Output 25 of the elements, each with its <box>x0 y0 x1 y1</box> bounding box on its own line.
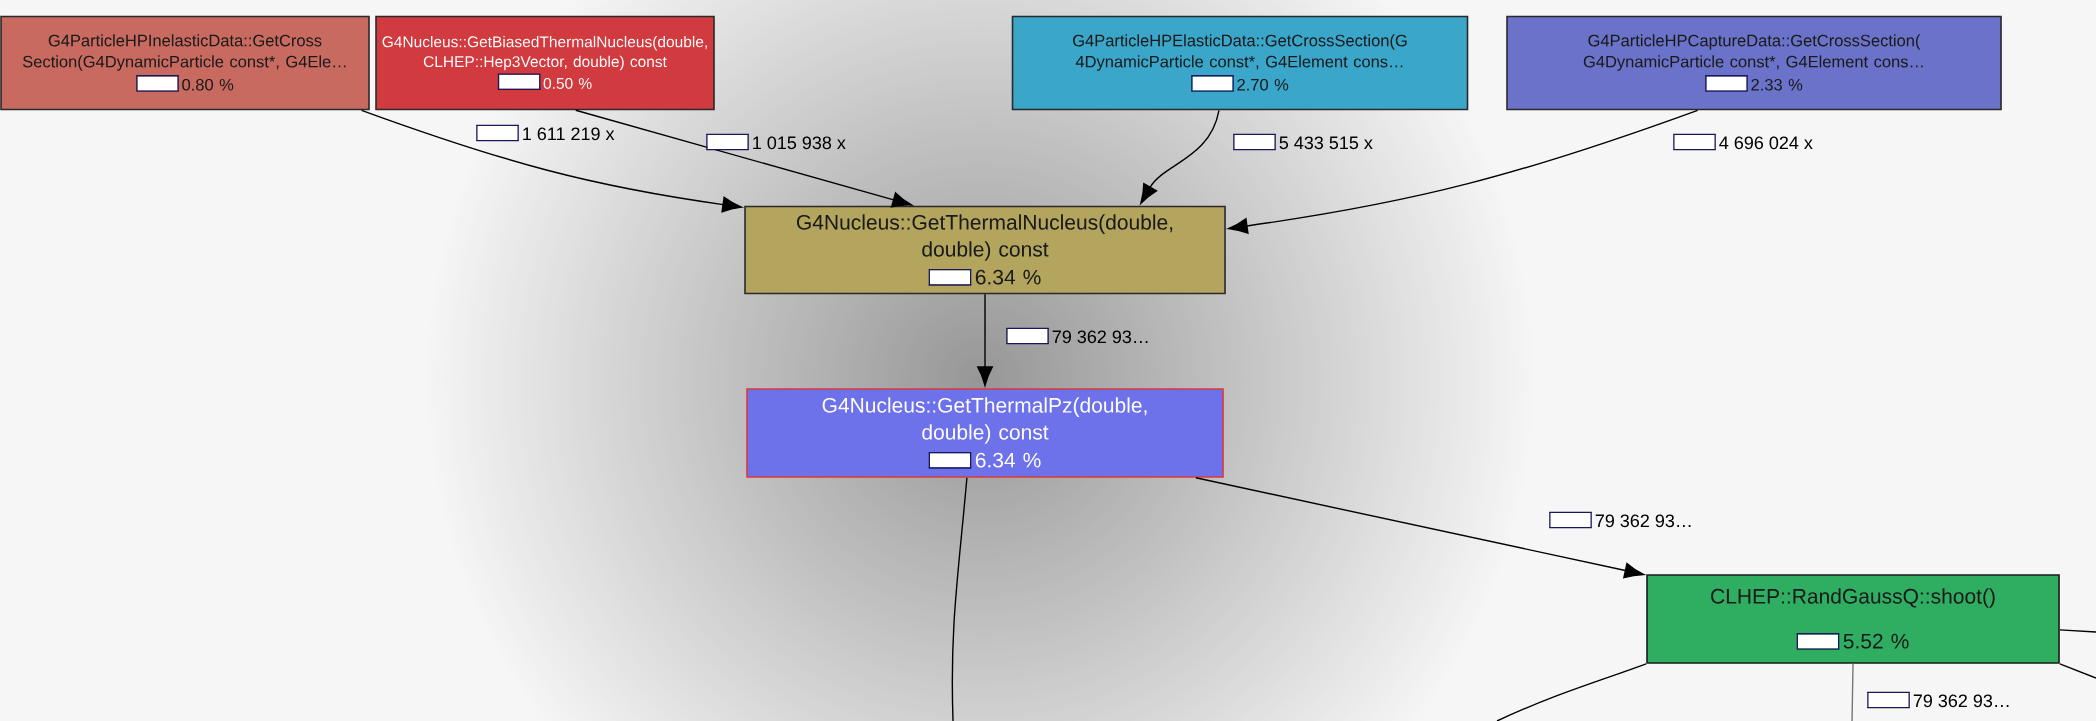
call-line <box>1496 663 1647 721</box>
function-box: CLHEP::RandGaussQ::shoot() 5.52 % <box>1646 574 2060 664</box>
arrow <box>1227 109 1699 234</box>
function-box: G4ParticleHPInelasticData::GetCross Section(G4DynamicParticle const*, G4Ele… 0.80 % <box>0 15 370 111</box>
edge-label: 4 696 024 x <box>1672 133 1813 151</box>
function-box: G4ParticleHPElasticData::GetCrossSection(G 4DynamicParticle const*, G4Element cons… 2.70 % <box>1011 15 1469 111</box>
arrow <box>360 109 743 213</box>
arrow <box>977 293 993 387</box>
edge-label: 1 611 219 x <box>475 124 615 142</box>
arrow <box>1140 109 1220 204</box>
call-line <box>2059 663 2096 679</box>
function-box: G4Nucleus::GetBiasedThermalNucleus(double, CLHEP::Hep3Vector, double) const 0.50 % <box>375 15 715 111</box>
function-box: G4ParticleHPCaptureData::GetCrossSection( G4DynamicParticle const*, G4Element cons… 2.33 % <box>1506 15 2002 111</box>
call-line <box>1851 663 1854 721</box>
function-box: G4Nucleus::GetThermalPz(double, double) const 6.34 % <box>746 388 1224 478</box>
edge-label: 79 362 93… <box>1548 511 1691 529</box>
function-box: G4Nucleus::GetThermalNucleus(double, double) const 6.34 % <box>744 205 1226 295</box>
edge-label: 79 362 93… <box>1005 327 1148 345</box>
arrow <box>1195 477 1645 579</box>
call-line <box>951 477 968 721</box>
arrow <box>575 109 913 208</box>
edge-label: 1 015 938 x <box>705 133 846 151</box>
edge-label: 5 433 515 x <box>1232 133 1373 151</box>
call-line <box>2059 629 2096 633</box>
edge-label: 79 362 93… <box>1866 691 2009 709</box>
